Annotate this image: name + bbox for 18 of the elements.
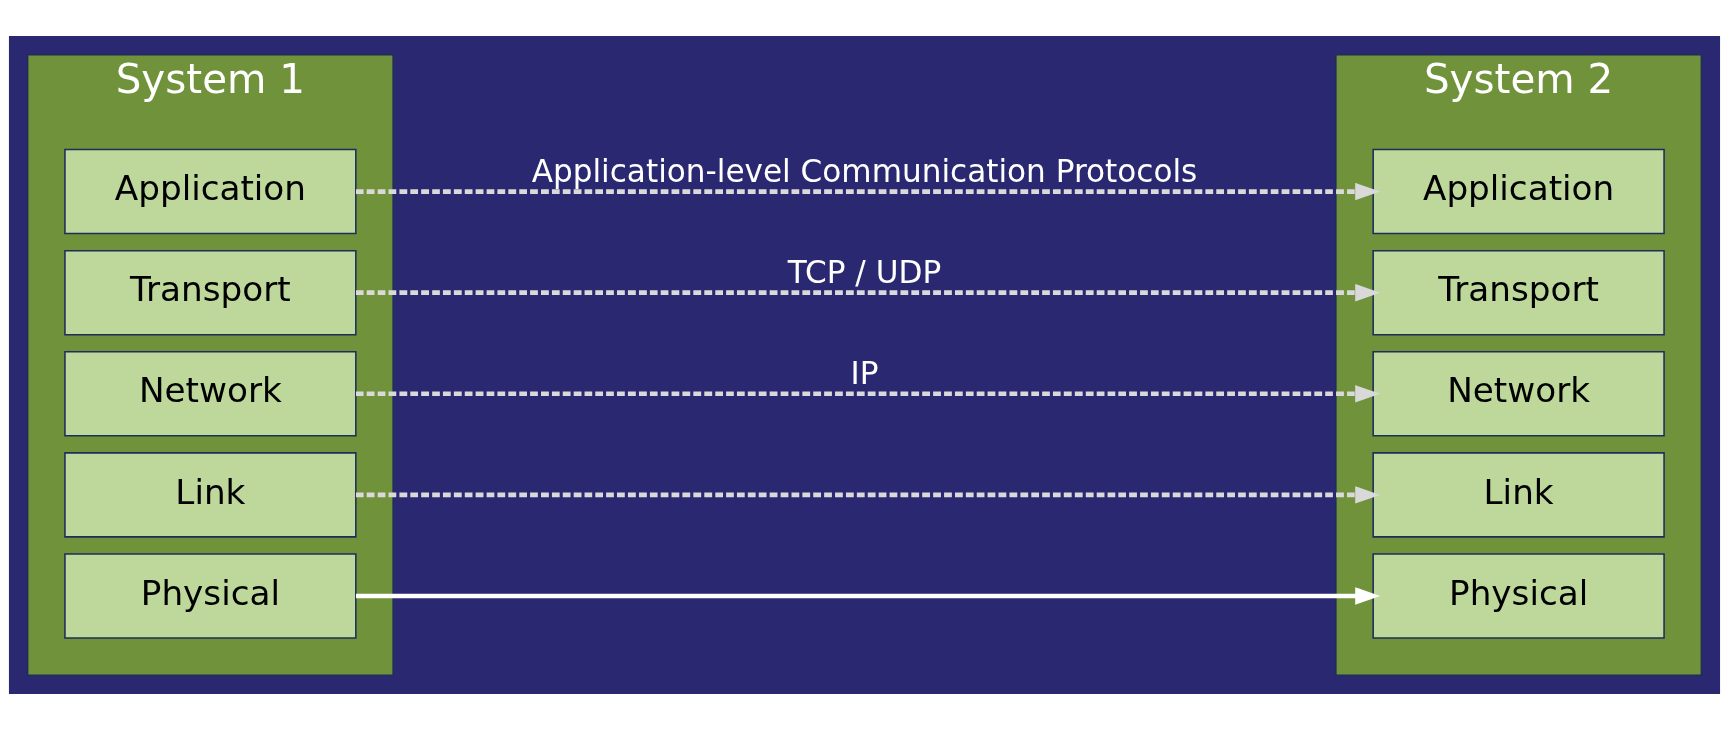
- arrow: [355, 283, 1381, 302]
- node-box: Transport: [1372, 249, 1665, 336]
- node-box: Application: [1372, 148, 1665, 235]
- node-box: Physical: [1372, 553, 1665, 639]
- node-box: Link: [1372, 452, 1665, 538]
- arrow: [355, 587, 1381, 605]
- node-box: Transport: [64, 249, 357, 336]
- arrow: [355, 486, 1381, 504]
- arrow: [355, 385, 1381, 403]
- node-box: Link: [64, 452, 357, 538]
- edge-label: Application-level Communication Protocols: [531, 153, 1198, 190]
- node-box: Application: [64, 148, 357, 235]
- arrow: [355, 182, 1381, 201]
- node-box: Network: [1372, 351, 1665, 437]
- node-box: Network: [64, 351, 357, 437]
- edge-label: IP: [850, 355, 879, 392]
- node-box: Physical: [64, 553, 357, 639]
- edge-label: TCP / UDP: [787, 254, 942, 291]
